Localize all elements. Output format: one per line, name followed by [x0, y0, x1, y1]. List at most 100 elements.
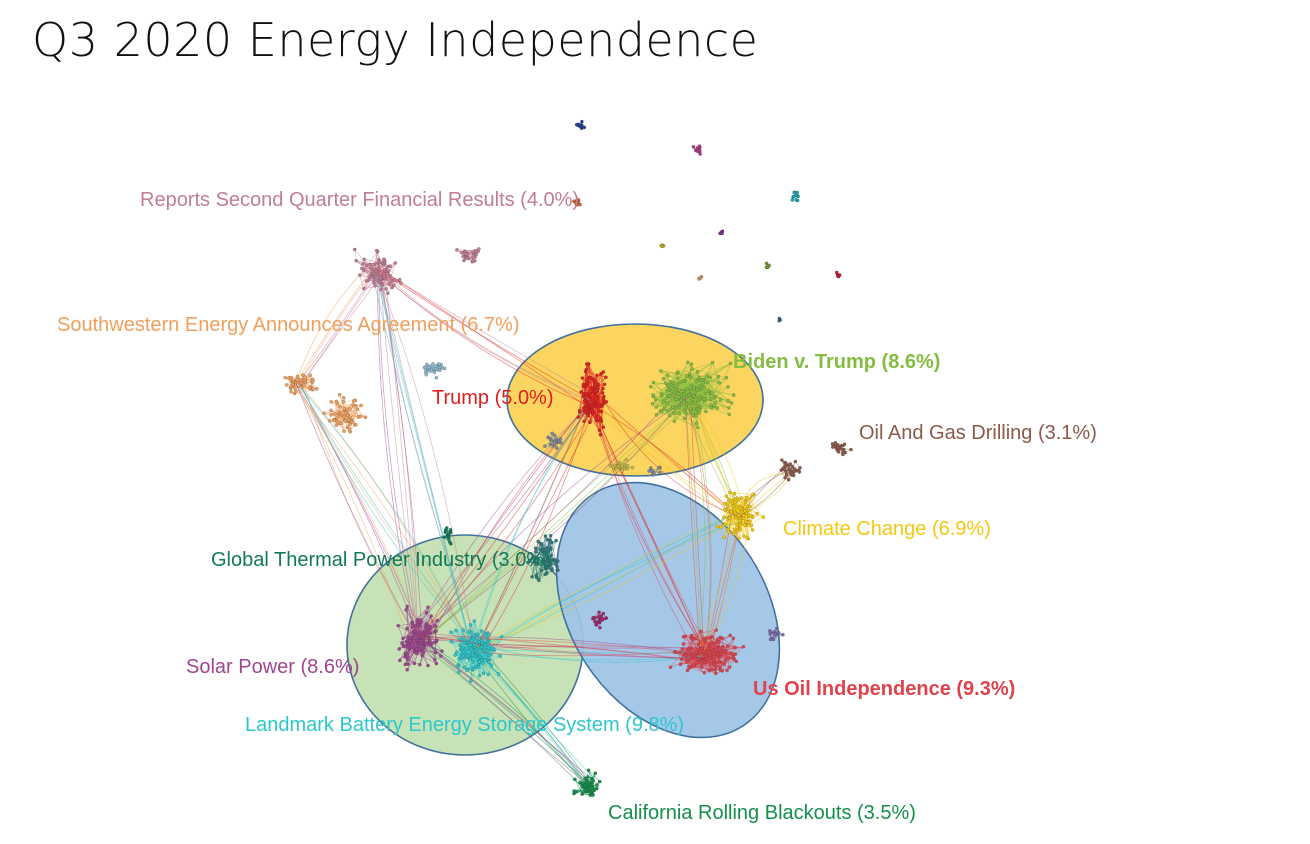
network-node	[368, 262, 372, 267]
network-node	[678, 380, 682, 385]
network-node	[416, 617, 420, 622]
network-node	[600, 404, 604, 408]
network-node	[670, 386, 674, 390]
network-node	[681, 389, 685, 393]
network-node	[699, 378, 704, 382]
network-node	[400, 641, 404, 645]
cluster-label-southwestern: Southwestern Energy Announces Agreement …	[57, 314, 520, 336]
network-node	[698, 152, 702, 156]
network-node	[341, 399, 345, 404]
network-node	[406, 662, 410, 666]
network-node	[442, 366, 447, 371]
network-node	[342, 414, 346, 419]
network-edge	[663, 362, 713, 380]
network-node	[710, 360, 715, 365]
network-node	[535, 576, 539, 580]
network-node	[600, 618, 605, 622]
network-node	[727, 406, 731, 410]
network-node	[718, 665, 722, 669]
network-edge	[456, 249, 474, 262]
network-node	[689, 362, 694, 366]
network-node	[679, 403, 684, 407]
network-edge	[354, 249, 357, 261]
network-node	[651, 380, 656, 385]
network-node	[768, 637, 773, 642]
network-node	[732, 497, 737, 502]
network-node	[498, 654, 502, 658]
network-node	[765, 265, 770, 269]
network-node	[600, 391, 605, 395]
network-node	[551, 443, 556, 448]
network-link	[587, 397, 708, 654]
network-node	[377, 279, 382, 284]
network-node	[582, 125, 587, 130]
network-node	[678, 662, 683, 666]
network-node	[487, 632, 491, 637]
network-node	[434, 661, 439, 666]
network-node	[348, 415, 352, 420]
network-node	[830, 442, 835, 446]
network-edge	[694, 638, 737, 662]
network-node	[601, 398, 606, 402]
network-node	[661, 400, 665, 404]
network-node	[462, 665, 467, 669]
network-node	[696, 149, 700, 153]
network-node	[374, 268, 378, 273]
network-edge	[650, 386, 680, 408]
network-node	[712, 662, 716, 667]
network-node	[586, 375, 590, 380]
network-node	[593, 389, 598, 393]
network-node	[708, 375, 712, 380]
network-node	[699, 386, 704, 390]
network-node	[790, 471, 795, 476]
network-node	[650, 402, 655, 406]
network-node	[283, 375, 287, 380]
network-node	[797, 470, 802, 474]
network-node	[688, 375, 693, 380]
network-node	[479, 645, 484, 649]
network-node	[661, 377, 666, 381]
network-link	[376, 267, 592, 395]
network-node	[745, 536, 750, 540]
network-node	[588, 410, 592, 414]
network-link	[701, 518, 739, 657]
network-node	[410, 625, 415, 629]
network-node	[393, 261, 397, 265]
network-node	[555, 446, 559, 450]
network-link	[476, 404, 598, 650]
network-node	[345, 425, 350, 429]
network-node	[691, 394, 696, 398]
network-node	[670, 405, 675, 409]
network-link	[684, 397, 701, 654]
network-node	[547, 435, 551, 439]
network-node	[533, 546, 538, 551]
network-node	[347, 427, 352, 432]
network-edge	[478, 661, 489, 675]
page-title: Q3 2020 Energy Independence	[32, 13, 759, 67]
network-node	[793, 468, 798, 473]
network-node	[362, 257, 366, 261]
network-node	[687, 393, 691, 397]
network-node	[692, 663, 696, 667]
network-node	[595, 401, 599, 406]
network-node	[738, 528, 742, 532]
network-node	[736, 513, 741, 518]
network-node	[755, 512, 759, 516]
network-node	[379, 287, 383, 292]
network-node	[550, 431, 554, 436]
network-node	[469, 679, 473, 683]
network-edge	[655, 389, 687, 408]
network-node	[688, 651, 693, 655]
network-edge	[531, 561, 536, 577]
network-node	[487, 656, 491, 660]
network-node	[616, 464, 621, 468]
network-link	[420, 632, 699, 661]
network-node	[392, 278, 397, 282]
network-node	[295, 374, 300, 378]
network-node	[387, 282, 391, 287]
network-node	[593, 392, 597, 397]
network-node	[385, 272, 390, 276]
network-edge	[349, 408, 366, 418]
network-link	[422, 398, 593, 636]
network-node	[439, 654, 443, 658]
